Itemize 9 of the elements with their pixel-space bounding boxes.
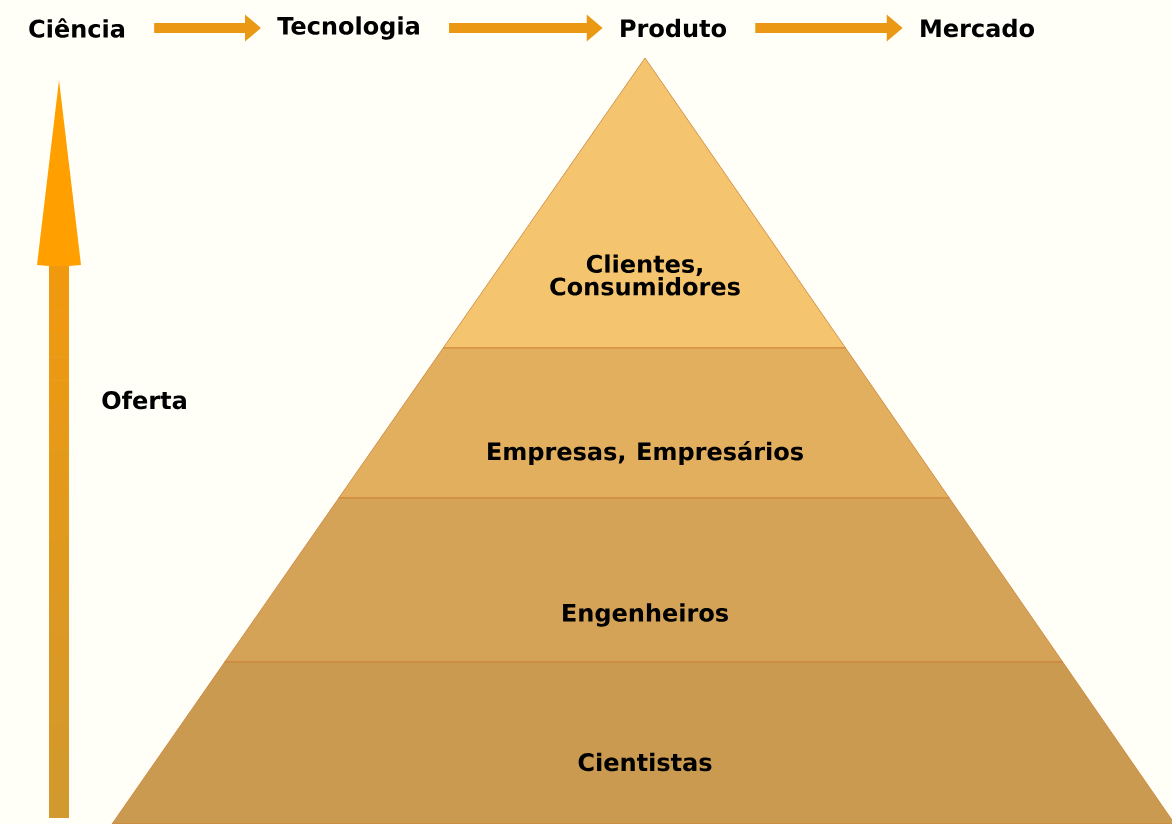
arrow-label: Oferta xyxy=(102,390,186,410)
pyramid-level: Engenheiros xyxy=(224,497,1064,663)
pyramid-level: Empresas, Empresários xyxy=(338,347,950,499)
stage-label: Produto xyxy=(621,18,727,38)
pyramid-level: Cientistas xyxy=(111,661,1172,824)
stage-label: Ciência xyxy=(29,18,125,38)
pyramid-level: Clientes, Consumidores xyxy=(442,57,846,349)
stage-label: Mercado xyxy=(921,18,1034,38)
stage-label: Tecnologia xyxy=(277,16,419,40)
